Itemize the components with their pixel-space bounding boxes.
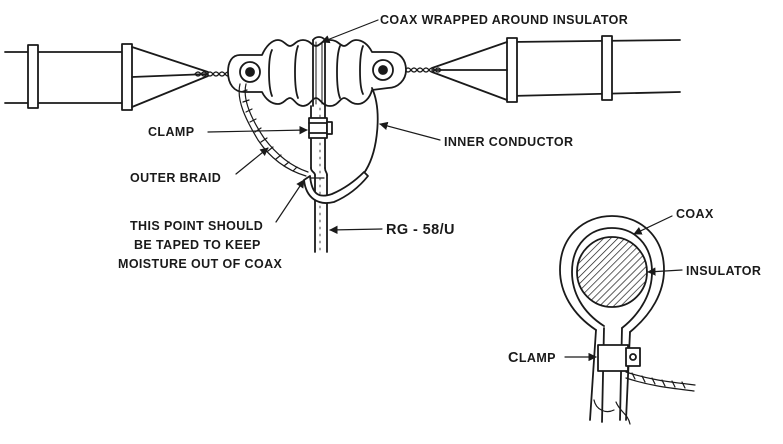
leader-clamp [207, 125, 308, 135]
label-coax-detail: COAX [676, 207, 714, 221]
left-antenna-element [4, 43, 209, 111]
leader-outer-braid [235, 147, 269, 175]
detail-braid [625, 371, 696, 392]
label-tape-line3: MOISTURE OUT OF COAX [118, 257, 283, 271]
label-clamp-detail-rest: LAMP [519, 351, 556, 365]
leader-coax-detail [633, 215, 673, 235]
center-insulator [227, 39, 407, 107]
label-clamp: CLAMP [148, 125, 194, 139]
label-insulator-detail: INSULATOR [686, 264, 761, 278]
leader-rg58 [329, 225, 383, 235]
label-clamp-detail: CLAMP [508, 350, 556, 366]
label-clamp-detail-initial: C [508, 350, 519, 366]
label-inner-conductor: INNER CONDUCTOR [444, 135, 573, 149]
right-twisted-wire [404, 67, 442, 73]
label-coax-wrapped: COAX WRAPPED AROUND INSULATOR [380, 13, 628, 27]
leader-inner-conductor [379, 121, 441, 141]
leader-coax-wrapped [321, 19, 379, 44]
leader-insulator-detail [647, 267, 683, 276]
right-antenna-element [431, 35, 681, 103]
insulator-cross-section [576, 236, 648, 308]
label-outer-braid: OUTER BRAID [130, 171, 221, 185]
inner-conductor [303, 87, 379, 204]
label-rg58: RG - 58/U [386, 222, 455, 238]
label-tape-line1: THIS POINT SHOULD [130, 219, 263, 233]
outer-braid [238, 83, 309, 177]
cable-clamp [308, 117, 333, 139]
leader-tape-point [275, 179, 305, 223]
detail-view [559, 215, 696, 425]
label-tape-line2: BE TAPED TO KEEP [134, 238, 261, 252]
detail-clamp [597, 344, 629, 372]
